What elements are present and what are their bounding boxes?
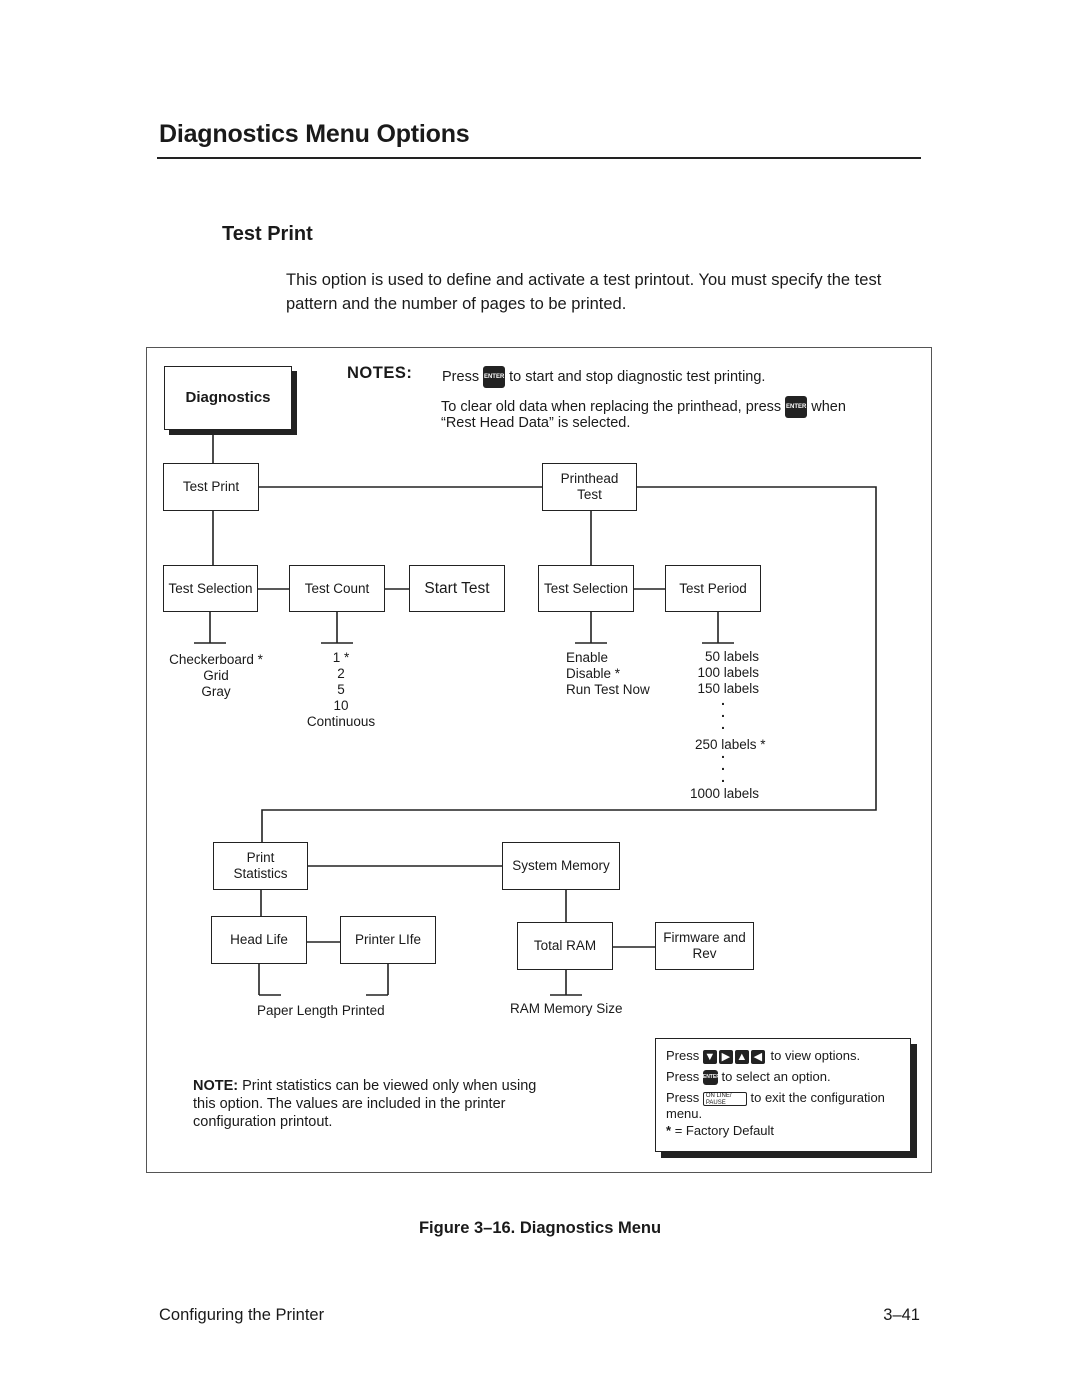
notes-line-2: To clear old data when replacing the pri… <box>441 396 846 418</box>
test-period-values-bottom: 1000 labels <box>690 786 760 801</box>
enter-key-icon: ENTER <box>483 366 506 388</box>
intro-paragraph: This option is used to define and activa… <box>286 271 882 313</box>
ellipsis-dots: ... <box>721 693 725 732</box>
legend-line-exit: Press ON LINE/ PAUSE to exit the configu… <box>666 1087 910 1121</box>
online-pause-key-icon: ON LINE/ PAUSE <box>702 1091 747 1106</box>
printhead-test-selection-values: Enable Disable * Run Test Now <box>566 650 650 697</box>
legend-select-option: to select an option. <box>721 1069 831 1084</box>
legend-line-default: * = Factory Default <box>666 1121 910 1141</box>
start-test-box: Start Test <box>409 565 505 612</box>
footer-chapter: Configuring the Printer <box>159 1306 325 1324</box>
legend-press: Press <box>666 1048 700 1063</box>
ram-size-value: RAM Memory Size <box>510 1001 623 1016</box>
arrow-down-icon: ▼ <box>702 1049 717 1064</box>
print-statistics-box: Print Statistics <box>213 842 308 890</box>
legend-press: Press <box>666 1069 700 1084</box>
test-count-box: Test Count <box>289 565 385 612</box>
notes-line-1: Press ENTER to start and stop diagnostic… <box>442 366 765 388</box>
arrow-left-icon: ◀ <box>750 1049 765 1064</box>
test-selection-values: Checkerboard * Grid Gray <box>169 652 263 699</box>
print-statistics-label: Print Statistics <box>233 850 288 881</box>
test-period-label: Test Period <box>679 580 747 596</box>
head-life-box: Head Life <box>211 916 307 964</box>
notes-line-2-post: when <box>811 398 846 415</box>
notes-line-1-post: to start and stop diagnostic test printi… <box>509 368 766 385</box>
figure-frame <box>146 347 932 1173</box>
test-print-box: Test Print <box>163 463 259 511</box>
test-count-values: 1 * 2 5 10 Continuous <box>306 650 376 729</box>
firmware-rev-box: Firmware and Rev <box>655 922 754 970</box>
printer-life-box: Printer LIfe <box>340 916 436 964</box>
legend-view-options: to view options. <box>770 1048 861 1063</box>
test-count-label: Test Count <box>304 580 370 596</box>
printhead-test-box: Printhead Test <box>542 463 637 511</box>
test-selection-box: Test Selection <box>163 565 258 612</box>
printer-life-label: Printer LIfe <box>354 932 422 947</box>
bottom-note-label: NOTE: <box>193 1078 239 1094</box>
page-title: Diagnostics Menu Options <box>159 120 470 148</box>
start-test-label: Start Test <box>424 579 490 597</box>
notes-line-3: “Rest Head Data” is selected. <box>441 415 631 431</box>
printhead-test-selection-label: Test Selection <box>543 580 629 596</box>
bottom-note-text: Print statistics can be viewed only when… <box>193 1078 537 1130</box>
footer-page-number: 3–41 <box>883 1306 920 1324</box>
test-selection-label: Test Selection <box>168 580 253 596</box>
test-period-values-top: 50 labels 100 labels 150 labels <box>697 649 759 696</box>
printhead-test-label: Printhead Test <box>560 471 619 502</box>
test-period-box: Test Period <box>665 565 761 612</box>
legend-box: Press ▼▶▲◀ to view options. Press ENTER … <box>655 1038 911 1152</box>
ellipsis-dots: ... <box>721 746 725 785</box>
notes-line-2-pre: To clear old data when replacing the pri… <box>441 398 782 415</box>
firmware-rev-label: Firmware and Rev <box>663 930 746 961</box>
arrow-right-icon: ▶ <box>718 1049 733 1064</box>
total-ram-label: Total RAM <box>533 938 597 953</box>
diagnostics-root-box: Diagnostics <box>164 366 292 430</box>
figure-caption: Figure 3–16. Diagnostics Menu <box>418 1219 662 1237</box>
printhead-test-selection-box: Test Selection <box>538 565 634 612</box>
legend-factory-default: = Factory Default <box>674 1122 775 1138</box>
title-rule <box>157 157 921 159</box>
enter-key-icon: ENTER <box>785 396 808 418</box>
system-memory-box: System Memory <box>502 842 620 890</box>
legend-exit-config: to exit the configuration menu. <box>666 1090 885 1121</box>
arrow-up-icon: ▲ <box>734 1049 749 1064</box>
legend-line-select: Press ENTER to select an option. <box>666 1066 910 1087</box>
diagnostics-root-label: Diagnostics <box>185 389 271 406</box>
factory-default-star: * <box>666 1122 672 1138</box>
paper-length-value: Paper Length Printed <box>257 1003 385 1018</box>
test-period-values-mid: 250 labels * <box>695 737 766 752</box>
notes-line-1-pre: Press <box>442 368 480 385</box>
legend-press: Press <box>666 1090 700 1105</box>
enter-key-icon: ENTER <box>702 1070 720 1086</box>
system-memory-label: System Memory <box>512 858 610 873</box>
total-ram-box: Total RAM <box>517 922 613 970</box>
notes-label: NOTES: <box>347 364 413 382</box>
legend-line-view: Press ▼▶▲◀ to view options. <box>666 1045 910 1066</box>
bottom-note: NOTE: Print statistics can be viewed onl… <box>193 1077 543 1131</box>
section-heading: Test Print <box>222 223 313 245</box>
test-print-label: Test Print <box>182 479 240 494</box>
head-life-label: Head Life <box>230 932 288 947</box>
